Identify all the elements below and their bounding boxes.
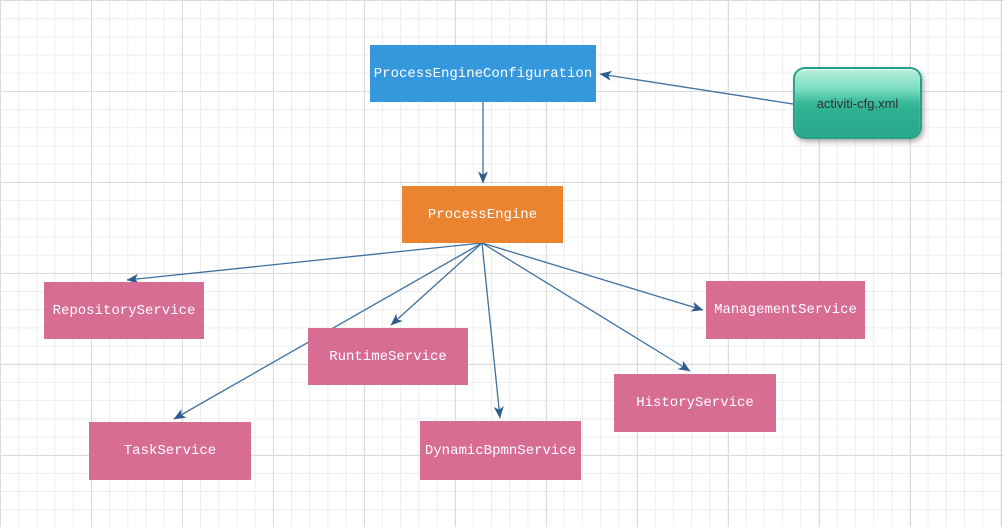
node-label: TaskService — [123, 443, 217, 459]
node-label: ProcessEngineConfiguration — [373, 65, 593, 82]
node-runtime-service[interactable]: RuntimeService — [308, 328, 468, 385]
node-label: HistoryService — [636, 395, 754, 411]
node-process-engine[interactable]: ProcessEngine — [402, 186, 563, 243]
node-label: RepositoryService — [52, 302, 196, 319]
node-label: DynamicBpmnService — [424, 442, 577, 459]
edge-engine-to-repository-service[interactable] — [126, 242, 483, 284]
edge-engine-to-history-service[interactable] — [481, 242, 691, 372]
node-process-engine-configuration[interactable]: ProcessEngineConfiguration — [370, 45, 596, 102]
node-management-service[interactable]: ManagementService — [706, 281, 865, 339]
node-label: ProcessEngine — [427, 206, 538, 223]
edge-activiti-cfg-to-configuration[interactable] — [599, 70, 794, 105]
node-label: RuntimeService — [329, 348, 447, 365]
edge-engine-to-runtime-service[interactable] — [390, 242, 483, 326]
node-label: ManagementService — [714, 302, 857, 318]
node-repository-service[interactable]: RepositoryService — [44, 282, 204, 339]
node-label: activiti-cfg.xml — [816, 95, 899, 111]
node-task-service[interactable]: TaskService — [89, 422, 251, 480]
edge-engine-to-dynamic-bpmn-service[interactable] — [481, 242, 504, 419]
node-history-service[interactable]: HistoryService — [614, 374, 776, 432]
edge-engine-to-management-service[interactable] — [481, 242, 704, 312]
node-dynamic-bpmn-service[interactable]: DynamicBpmnService — [420, 421, 581, 480]
node-activiti-cfg-xml[interactable]: activiti-cfg.xml — [793, 67, 922, 139]
